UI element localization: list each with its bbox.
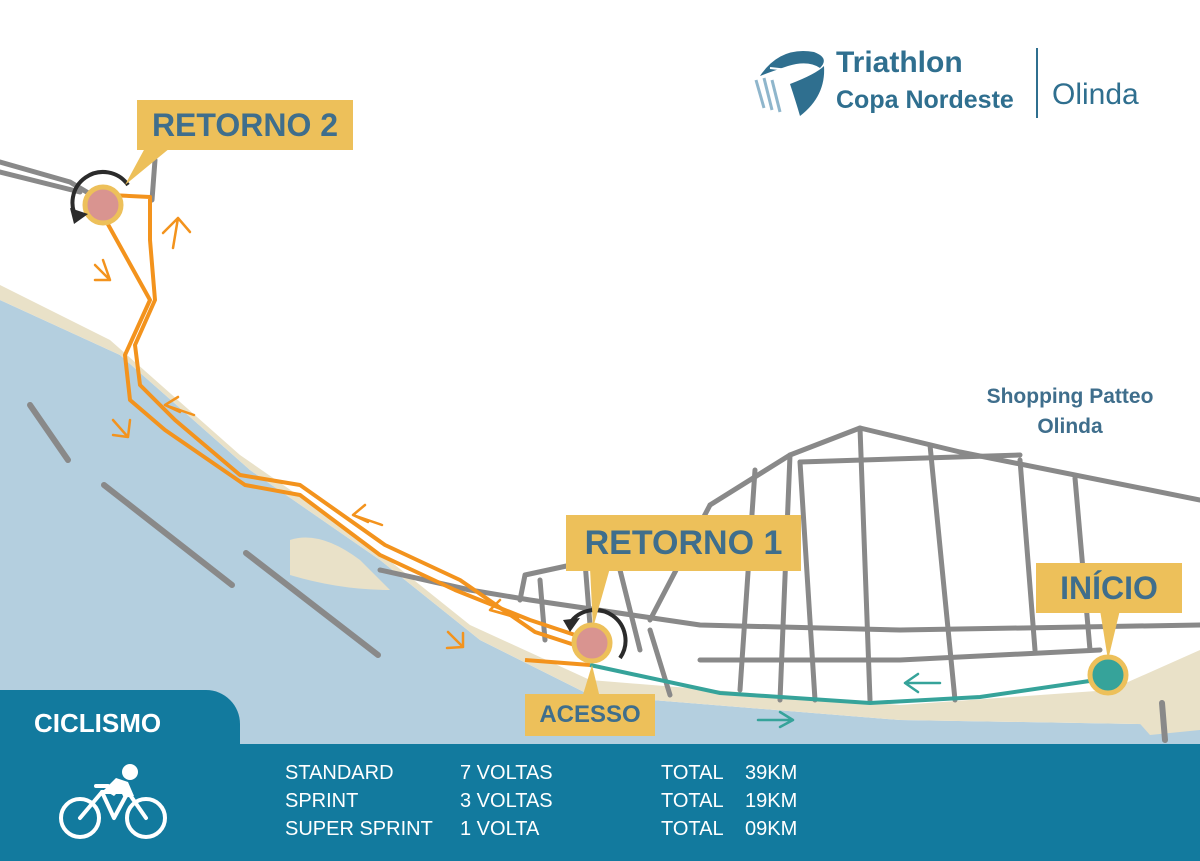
sand-patch bbox=[290, 537, 390, 590]
brand-line-2: Copa Nordeste bbox=[836, 86, 1014, 114]
total-label: TOTAL bbox=[661, 790, 724, 812]
brand-city: Olinda bbox=[1052, 78, 1139, 111]
info-row-super-sprint: SUPER SPRINT 1 VOLTA TOTAL 09KM bbox=[0, 818, 1200, 846]
format-name: SPRINT bbox=[285, 790, 359, 812]
direction-arrow-icon bbox=[93, 216, 520, 650]
section-title: CICLISMO bbox=[34, 708, 162, 738]
turn-point-marker-retorno2 bbox=[70, 170, 130, 226]
sand-patch-right bbox=[1110, 650, 1200, 735]
triathlon-logo-icon bbox=[754, 51, 825, 116]
total-label: TOTAL bbox=[661, 818, 724, 840]
event-logo: Triathlon Copa Nordeste Olinda bbox=[750, 40, 1170, 120]
total-distance: 39KM bbox=[745, 762, 798, 784]
info-row-sprint: SPRINT 3 VOLTAS TOTAL 19KM bbox=[0, 790, 1200, 818]
format-laps: 3 VOLTAS bbox=[460, 790, 553, 812]
landmark-line-1: Shopping Patteo bbox=[986, 385, 1154, 408]
format-name: STANDARD bbox=[285, 762, 394, 784]
access-route bbox=[589, 663, 1111, 706]
info-row-standard: STANDARD 7 VOLTAS TOTAL 39KM bbox=[0, 762, 1200, 790]
landmark-label: Shopping Patteo Olinda bbox=[950, 382, 1190, 442]
total-distance: 09KM bbox=[745, 818, 798, 840]
format-name: SUPER SPRINT bbox=[285, 818, 433, 840]
acesso-label: ACESSO bbox=[525, 694, 655, 736]
total-label: TOTAL bbox=[661, 762, 724, 784]
callout-pointers bbox=[125, 148, 1120, 698]
section-tab bbox=[0, 690, 240, 750]
format-laps: 7 VOLTAS bbox=[460, 762, 553, 784]
inicio-label: INÍCIO bbox=[1036, 563, 1182, 613]
logo-divider bbox=[1036, 48, 1038, 118]
breakwaters bbox=[27, 402, 1168, 743]
brand-line-1: Triathlon bbox=[836, 46, 963, 79]
retorno-2-label: RETORNO 2 bbox=[137, 100, 353, 150]
access-arrow-icon bbox=[756, 672, 942, 729]
turn-point-marker-retorno1 bbox=[563, 608, 628, 664]
landmark-line-2: Olinda bbox=[1037, 415, 1103, 438]
total-distance: 19KM bbox=[745, 790, 798, 812]
bicycle-icon bbox=[59, 764, 167, 839]
format-laps: 1 VOLTA bbox=[460, 818, 540, 840]
cycling-route bbox=[98, 193, 591, 667]
sea-area bbox=[0, 300, 1200, 861]
retorno-1-label: RETORNO 1 bbox=[566, 515, 801, 571]
info-panel bbox=[0, 744, 1200, 861]
start-point-marker bbox=[1087, 654, 1129, 696]
